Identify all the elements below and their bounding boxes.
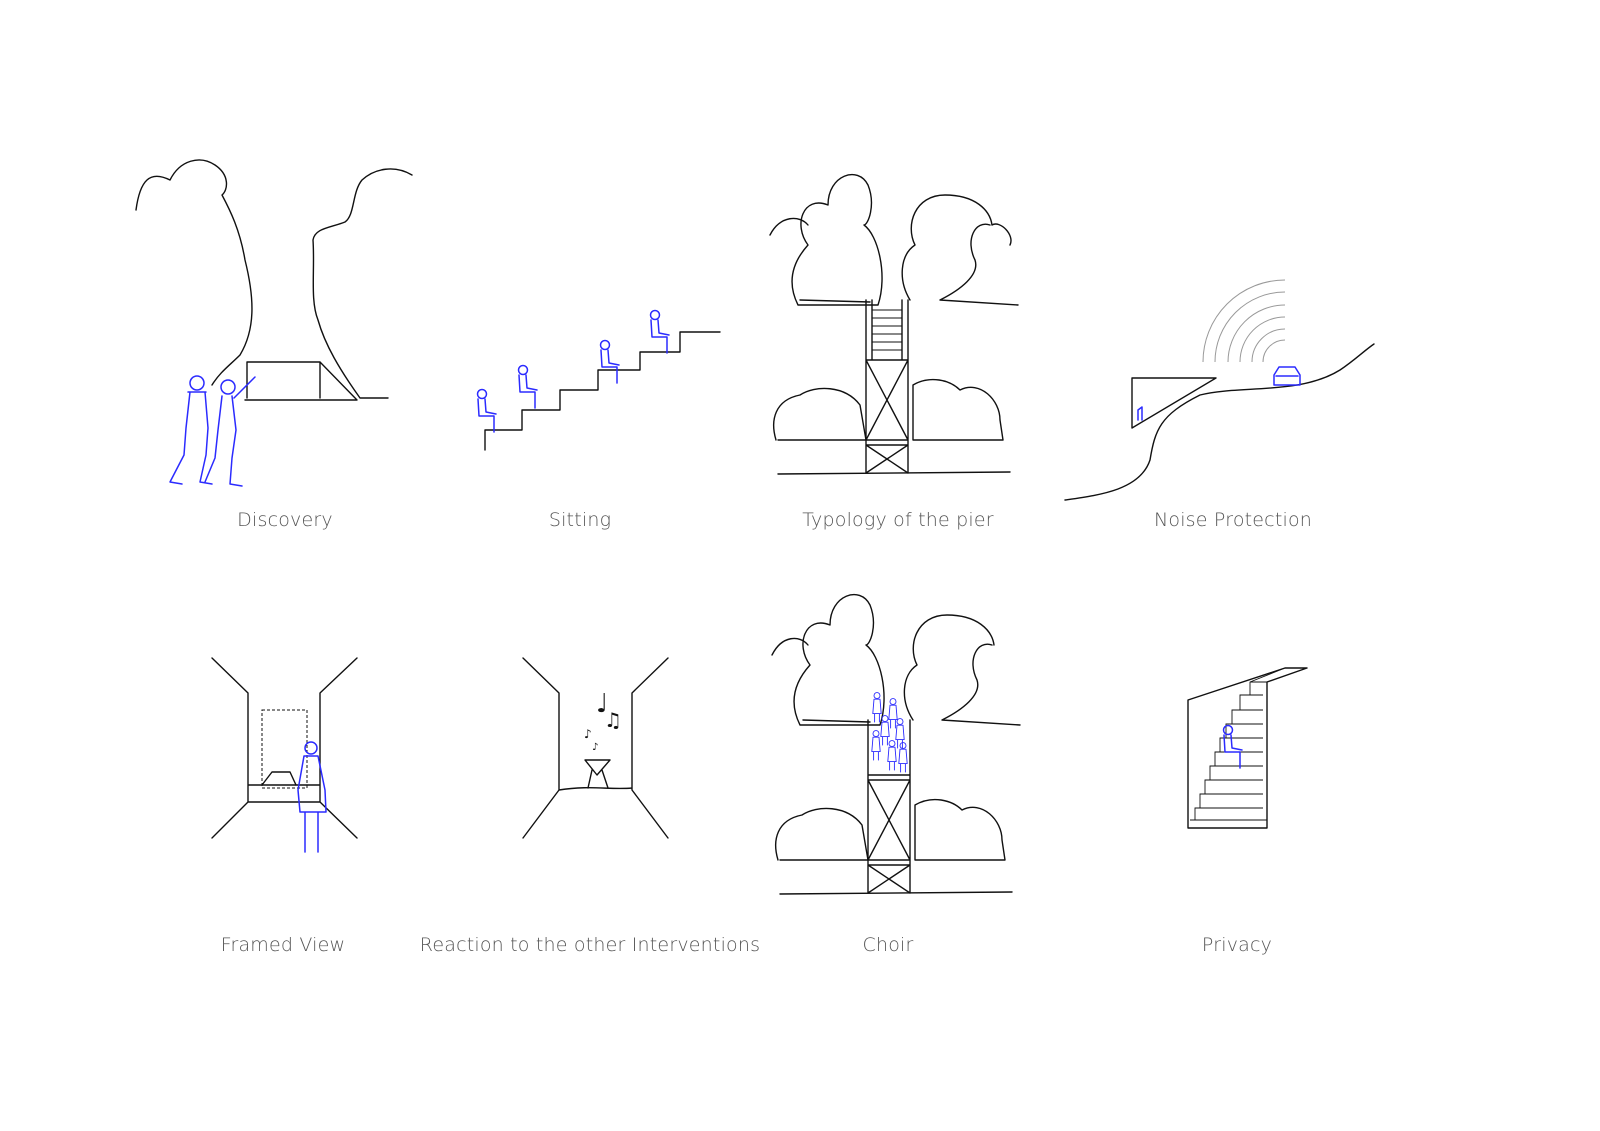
sitting-illustration (476, 309, 721, 451)
choir-people-icon (871, 692, 908, 773)
panel-label-sitting: Sitting (548, 509, 612, 531)
panel-label-choir: Choir (862, 934, 914, 956)
reaction-illustration: ♩ ♫ ♪ ♪ (522, 657, 669, 839)
svg-text:♩: ♩ (596, 689, 608, 719)
panel-label-typology: Typology of the pier (802, 509, 994, 531)
svg-text:♫: ♫ (604, 708, 622, 732)
drum-icon (584, 759, 611, 789)
panel-label-framed-view: Framed View (220, 934, 346, 956)
svg-text:♪: ♪ (584, 727, 592, 741)
sitting-people-icon (476, 309, 670, 433)
panel-label-privacy: Privacy (1201, 934, 1273, 956)
svg-text:♪: ♪ (592, 742, 598, 753)
framed-view-illustration (211, 657, 358, 853)
panel-label-noise: Noise Protection (1153, 509, 1313, 531)
couple-figures-icon (169, 375, 256, 487)
sound-waves-icon (1202, 279, 1286, 363)
panel-label-discovery: Discovery (237, 509, 333, 531)
privacy-illustration (1187, 667, 1308, 829)
standing-person-icon (297, 741, 327, 853)
noise-illustration (1064, 279, 1375, 501)
choir-illustration (771, 593, 1021, 895)
car-icon (1273, 366, 1301, 386)
panel-label-reaction: Reaction to the other Interventions (419, 934, 761, 956)
pier-illustration (769, 173, 1019, 475)
music-notes-icon: ♩ ♫ ♪ ♪ (584, 689, 622, 753)
discovery-illustration (135, 159, 413, 487)
